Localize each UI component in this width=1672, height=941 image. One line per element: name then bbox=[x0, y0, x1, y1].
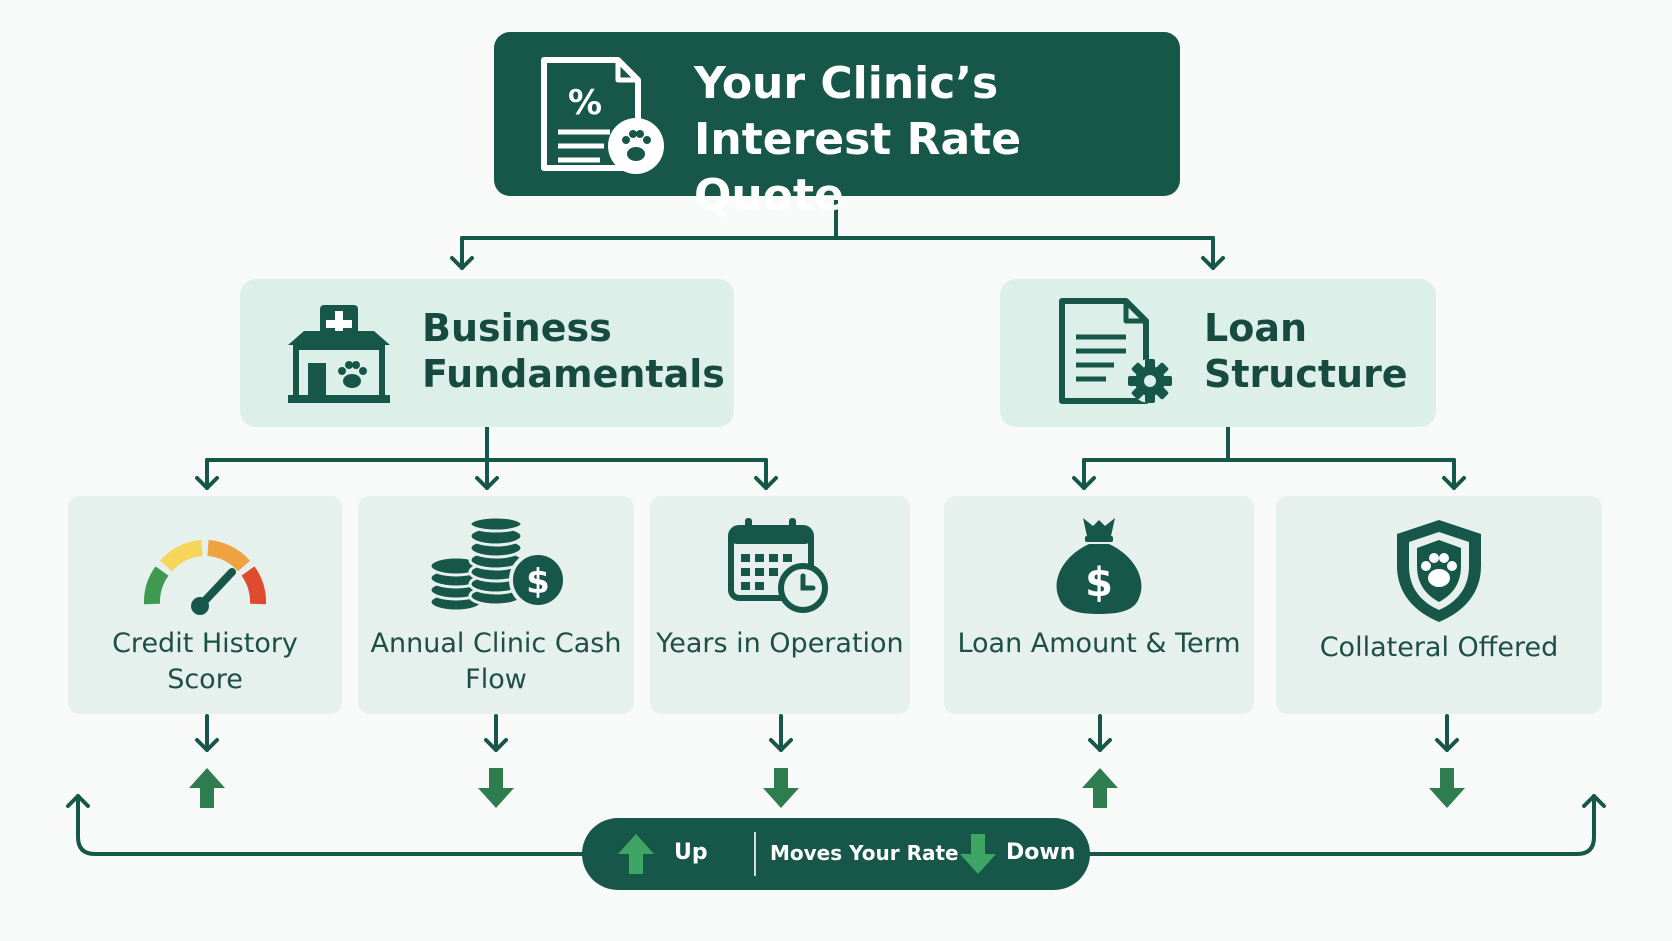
rate-down-arrow-icon bbox=[478, 768, 514, 808]
factor-label: Annual Clinic Cash Flow bbox=[370, 628, 622, 695]
legend-down-arrow-icon bbox=[960, 834, 996, 874]
coins-dollar-icon: $ bbox=[428, 516, 566, 613]
factor-annual-clinic-cash-flow: $ Annual Clinic Cash Flow bbox=[358, 496, 634, 714]
category-label: Business Fundamentals bbox=[422, 306, 725, 396]
legend-down-label: Down bbox=[1006, 840, 1076, 865]
factor-label: Years in Operation bbox=[656, 628, 904, 659]
factor-loan-amount-and-term: $ Loan Amount & Term bbox=[944, 496, 1254, 714]
rate-up-arrow-icon bbox=[1082, 768, 1118, 808]
calendar-clock-icon bbox=[728, 518, 828, 613]
title-box: % Your Clinic’s Interest Rate Quote bbox=[494, 32, 1180, 221]
svg-text:$: $ bbox=[526, 562, 550, 602]
category-label: Loan Structure bbox=[1204, 306, 1408, 396]
factor-collateral-offered: Collateral Offered bbox=[1276, 496, 1602, 714]
legend: Up Moves Your Rate Down bbox=[582, 818, 1090, 890]
factor-label: Collateral Offered bbox=[1319, 632, 1559, 663]
rate-up-arrow-icon bbox=[189, 768, 225, 808]
money-bag-icon: $ bbox=[1056, 518, 1142, 614]
legend-middle-label: Moves Your Rate bbox=[770, 841, 959, 865]
rate-down-arrow-icon bbox=[1429, 768, 1465, 808]
clinic-building-icon bbox=[288, 305, 390, 403]
legend-divider bbox=[754, 832, 756, 876]
gauge-icon bbox=[144, 540, 266, 615]
page-title: Your Clinic’s Interest Rate Quote bbox=[694, 58, 1022, 221]
category-loan-structure: Loan Structure bbox=[1000, 279, 1436, 427]
document-gear-icon bbox=[1059, 298, 1172, 404]
legend-up-arrow-icon bbox=[618, 834, 654, 874]
svg-text:%: % bbox=[568, 83, 602, 123]
factor-years-in-operation: Years in Operation bbox=[650, 496, 910, 714]
category-business-fundamentals: Business Fundamentals bbox=[240, 279, 734, 427]
rate-down-arrow-icon bbox=[763, 768, 799, 808]
factor-label: Loan Amount & Term bbox=[957, 628, 1241, 659]
legend-up-label: Up bbox=[674, 840, 708, 865]
rate-document-paw-icon: % bbox=[541, 57, 664, 174]
factor-label: Credit History Score bbox=[112, 628, 298, 695]
factor-credit-history-score: Credit History Score bbox=[68, 496, 342, 714]
shield-paw-icon bbox=[1397, 520, 1481, 622]
svg-text:$: $ bbox=[1085, 560, 1113, 606]
